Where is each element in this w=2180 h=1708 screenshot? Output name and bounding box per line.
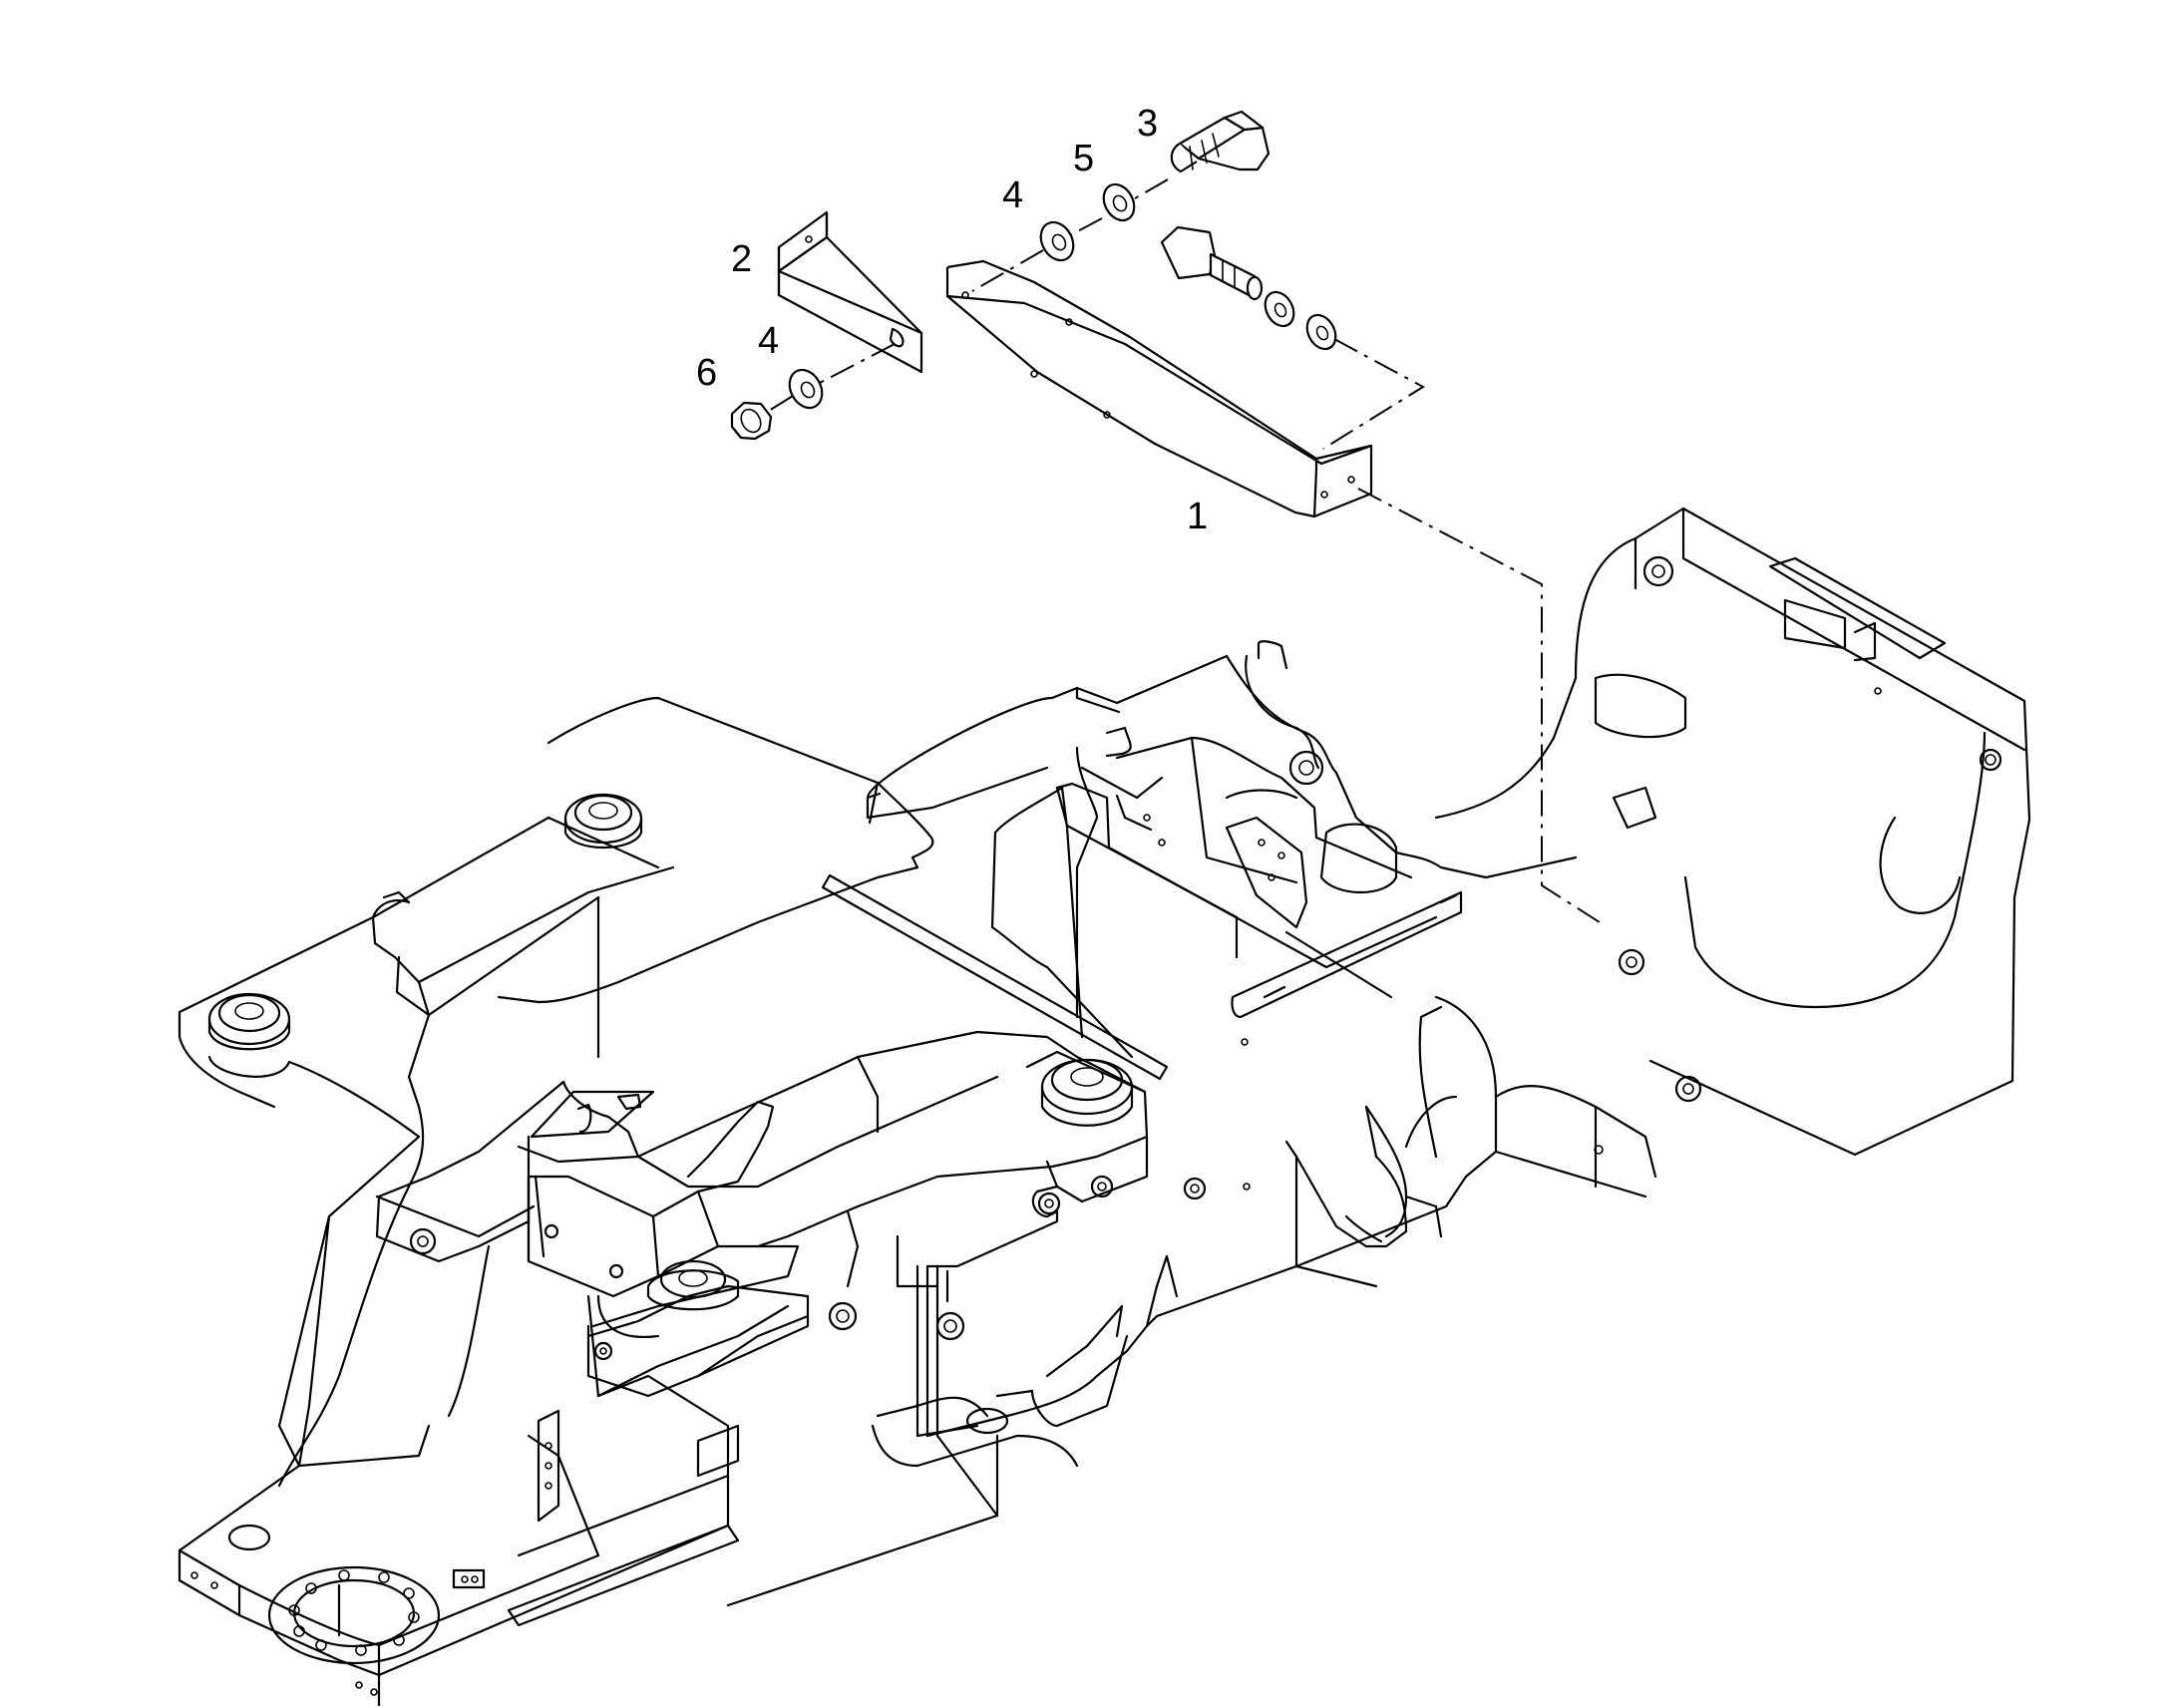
callout-4-upper: 4	[1002, 174, 1023, 216]
bracket-part-1	[945, 259, 1373, 518]
callout-3: 3	[1137, 103, 1158, 145]
bracket-part-2	[777, 210, 923, 374]
assembly-centerlines	[768, 178, 1601, 923]
flat-washer-part-4-upper	[1039, 220, 1075, 262]
flat-washer-part-4-lower	[788, 368, 824, 410]
callout-1: 1	[1187, 496, 1208, 537]
bolt-secondary	[1160, 225, 1337, 351]
callout-4-lower: 4	[758, 320, 779, 362]
lock-washer-part-5	[1102, 182, 1136, 222]
machine-frame	[178, 507, 2031, 1707]
bolt-part-3	[1170, 110, 1271, 173]
callout-5: 5	[1073, 138, 1094, 179]
hex-nut-part-6	[730, 401, 773, 441]
callout-6: 6	[696, 352, 717, 394]
callout-2: 2	[731, 238, 752, 280]
